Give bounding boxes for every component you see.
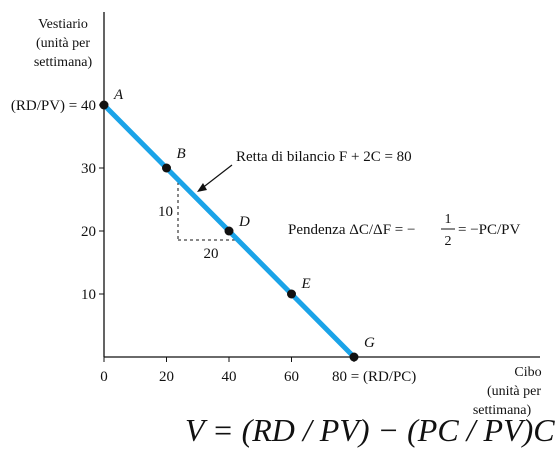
y-tick-label-0: 10 [81,287,96,303]
slope-fraction-numerator: 1 [445,212,452,227]
point-D [224,226,234,236]
x-tick-label-0: 0 [100,369,108,385]
x-tick-label-1: 20 [159,369,174,385]
x-tick-label-2: 40 [222,369,237,385]
x-axis-title-line-3: settimana) [473,403,532,418]
point-label-D: D [238,214,250,230]
rise-label: 10 [158,204,173,220]
budget-line-annotation: Retta di bilancio F + 2C = 80 [236,149,412,165]
point-B [162,163,171,173]
x-intercept-label: 80 = (RD/PC) [332,369,416,385]
budget-annotation-arrow [200,164,233,190]
slope-annotation-prefix: Pendenza ΔC/ΔF = − [288,222,415,238]
y-tick-label-1: 20 [81,224,96,240]
y-axis-title-line-1: Vestiario [38,17,88,32]
point-E [287,289,296,299]
run-label: 20 [204,246,219,262]
point-G [349,352,359,362]
point-label-G: G [364,335,375,351]
point-label-A: A [113,87,124,103]
point-label-E: E [301,276,311,292]
point-label-B: B [177,146,186,162]
y-axis-title-line-2: (unità per [36,36,90,51]
x-axis-title-line-1: Cibo [514,365,541,380]
point-A [99,100,109,110]
y-axis-title-line-3: settimana) [34,55,93,70]
x-axis-title-line-2: (unità per [487,384,541,399]
y-tick-label-2: 30 [81,161,96,177]
budget-annotation-arrowhead [197,183,207,192]
slope-fraction-denominator: 2 [445,234,452,249]
x-tick-label-3: 60 [284,369,299,385]
y-intercept-label: (RD/PV) = 40 [11,98,96,114]
slope-annotation-suffix: = −PC/PV [458,222,521,238]
budget-equation: V = (RD / PV) − (PC / PV)C [185,412,555,448]
